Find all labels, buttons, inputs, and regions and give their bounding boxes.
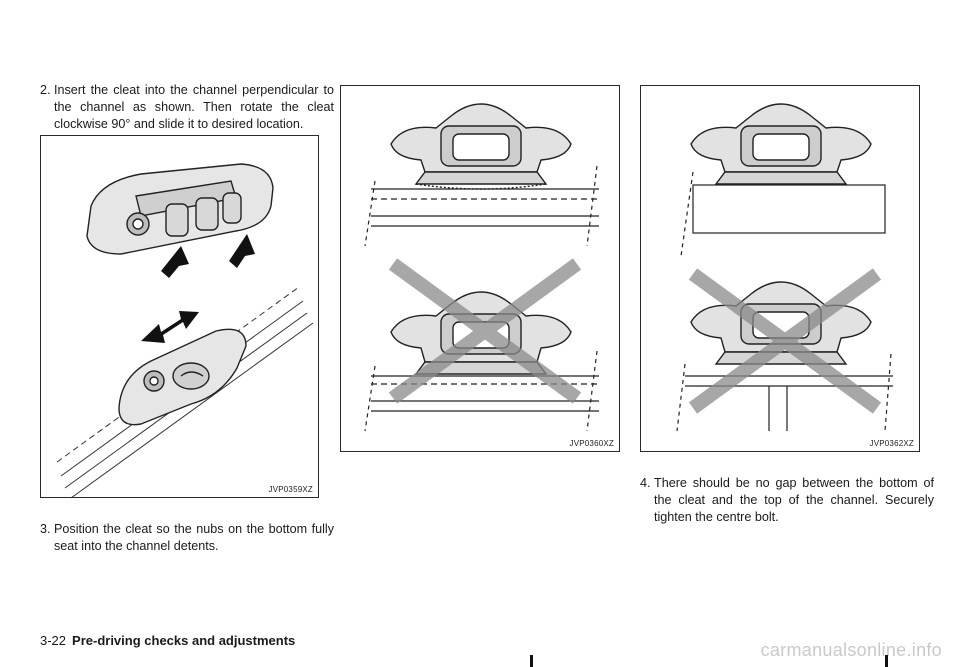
watermark-text: carmanualsonline.info: [760, 640, 942, 660]
figure-cleat-insert: JVP0359XZ: [40, 135, 319, 499]
cleat-gap-illustration: [676, 103, 893, 432]
figure-code: JVP0359XZ: [268, 485, 313, 494]
figure-code: JVP0362XZ: [869, 439, 914, 448]
cleat-correct-drawing: [390, 103, 572, 190]
figure-cleat-seat-correct-incorrect: JVP0360XZ: [340, 85, 620, 452]
step-4: 4.There should be no gap between the bot…: [640, 475, 934, 526]
cleat-correct-drawing: [690, 103, 872, 185]
crop-mark: [885, 655, 888, 667]
incorrect-x-icon: [688, 268, 882, 414]
step-2-number: 2.: [40, 83, 51, 97]
arrow-up-icon: [161, 234, 255, 278]
step-4-number: 4.: [640, 476, 651, 490]
step-4-text: There should be no gap between the botto…: [654, 476, 934, 524]
figure-code: JVP0360XZ: [569, 439, 614, 448]
crop-mark: [530, 655, 533, 667]
step-2-text: Insert the cleat into the channel perpen…: [54, 83, 334, 131]
step-3-text: Position the cleat so the nubs on the bo…: [54, 522, 334, 553]
section-title: Pre-driving checks and adjustments: [72, 633, 296, 648]
step-3-number: 3.: [40, 522, 51, 536]
incorrect-x-icon: [388, 258, 582, 404]
page-footer: 3-22 Pre-driving checks and adjustments: [40, 633, 295, 648]
step-3: 3.Position the cleat so the nubs on the …: [40, 521, 334, 555]
cleat-seat-illustration: [364, 103, 599, 432]
cleat-top-drawing: [86, 163, 274, 255]
cleat-insert-illustration: [56, 163, 314, 499]
channel-block-drawing: [680, 171, 886, 257]
channel-top-drawing: [364, 165, 599, 247]
figure-cleat-gap-correct-incorrect: JVP0362XZ: [640, 85, 920, 452]
double-arrow-icon: [141, 311, 199, 343]
cleat-on-rail-drawing: [118, 328, 247, 426]
step-2: 2.Insert the cleat into the channel perp…: [40, 82, 334, 133]
page-number: 3-22: [40, 633, 67, 648]
